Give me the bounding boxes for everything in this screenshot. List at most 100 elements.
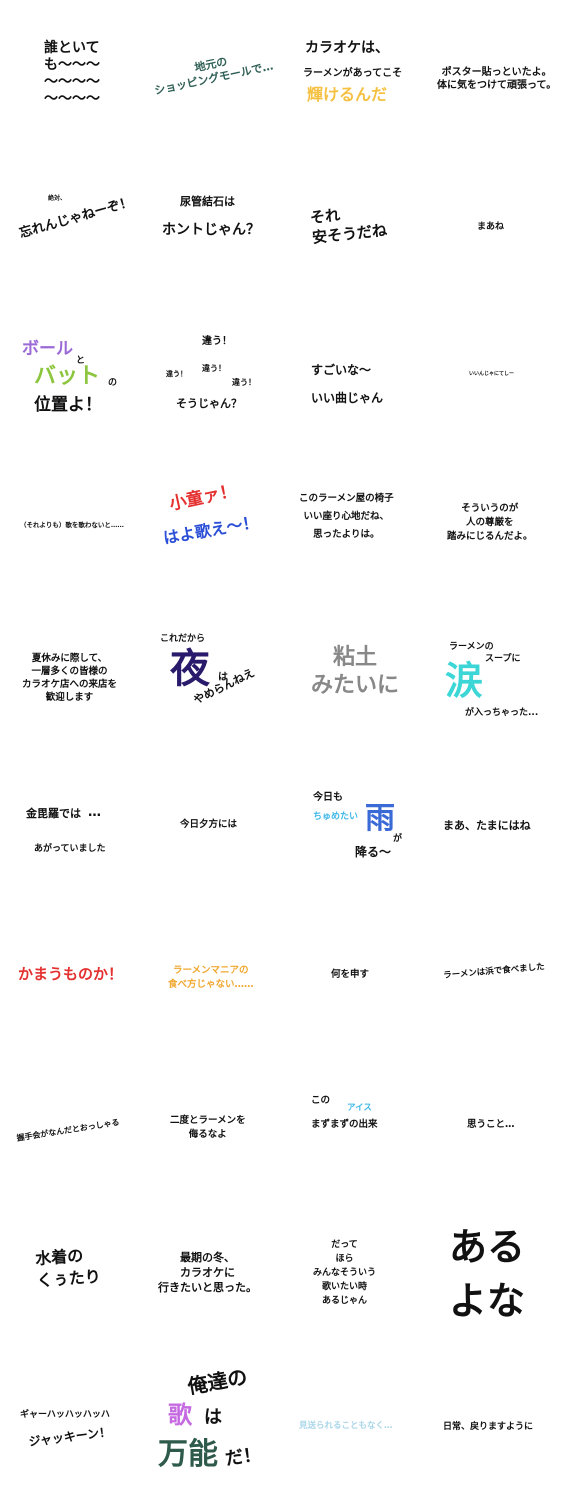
sticker-2-text: 地元の ショッピングモールで… — [153, 54, 275, 98]
sticker-10-part-2: 違う！ — [166, 370, 187, 378]
sticker-9-part-1: ボール — [22, 339, 73, 359]
sticker-20-part-1: ラーメンの — [449, 642, 494, 652]
sticker-21-part-3: あがっていました — [34, 844, 106, 854]
sticker-38-part-5: だ！ — [223, 1443, 263, 1470]
sticker-25[interactable]: かまうものか！ — [0, 900, 140, 1050]
sticker-3[interactable]: カラオケは、 ラーメンがあってこそ 輝けるんだ — [281, 0, 421, 150]
sticker-8[interactable]: まあね — [421, 150, 561, 300]
sticker-13[interactable]: （それよりも）歌を歌わないと…… — [0, 450, 140, 600]
sticker-32[interactable]: 思うこと… — [421, 1050, 561, 1200]
sticker-21-part-1: 金毘羅では — [26, 807, 81, 820]
sticker-28-text: ラーメンは浜で食べました — [442, 962, 546, 981]
sticker-1[interactable]: 誰といて も〜〜〜 〜〜〜〜 〜〜〜〜 — [0, 0, 140, 150]
sticker-5-line-1: 絶対、 — [48, 195, 67, 202]
sticker-5-line-2: 忘れんじゃねーぞ！ — [17, 194, 135, 242]
sticker-38[interactable]: 俺達の 歌 は 万能 だ！ — [140, 1350, 280, 1500]
sticker-16[interactable]: そういうのが 人の尊厳を 踏みにじるんだよ。 — [421, 450, 561, 600]
sticker-10-part-3: 違う！ — [202, 364, 226, 373]
sticker-39[interactable]: 見送られることもなく… — [281, 1350, 421, 1500]
sticker-6[interactable]: 尿管結石は ホントじゃん？ — [140, 150, 280, 300]
sticker-30-text: 二度とラーメンを 侮るなよ — [170, 1115, 246, 1140]
sticker-20[interactable]: ラーメンの スープに 涙 が入っちゃった... — [421, 600, 561, 750]
sticker-31[interactable]: この アイス まずまずの出来 — [281, 1050, 421, 1200]
sticker-17-text: 夏休みに際して、 一層多くの皆様の カラオケ店への来店を 歓迎します — [22, 653, 118, 703]
sticker-25-text: かまうものか！ — [18, 965, 124, 983]
sticker-12-text: いいんじゃにてしー — [469, 371, 515, 377]
sticker-20-part-4: が入っちゃった... — [465, 708, 539, 718]
sticker-22-text: 今日夕方には — [180, 819, 238, 830]
sticker-19[interactable]: 粘土 みたいに — [281, 600, 421, 750]
sticker-38-part-1: 俺達の — [185, 1364, 250, 1399]
sticker-3-line-2: ラーメンがあってこそ — [303, 68, 403, 79]
sticker-9-part-5: 位置よ！ — [34, 395, 102, 415]
sticker-29[interactable]: 握手会がなんだとおっしゃる — [0, 1050, 140, 1200]
sticker-34-text: 最期の冬、 カラオケに 行きたいと思った。 — [158, 1251, 257, 1294]
sticker-6-line-2: ホントじゃん？ — [162, 222, 260, 238]
sticker-21-part-2: … — [88, 805, 101, 820]
sticker-31-part-2: アイス — [347, 1103, 372, 1113]
sticker-40[interactable]: 日常、戻りますように — [421, 1350, 561, 1500]
sticker-40-text: 日常、戻りますように — [443, 1422, 534, 1432]
sticker-18[interactable]: これだから 夜 は やめらんねえ — [140, 600, 280, 750]
sticker-23-part-5: 降る〜 — [355, 845, 392, 859]
sticker-7[interactable]: それ 安そうだね — [281, 150, 421, 300]
sticker-15[interactable]: このラーメン屋の椅子 いい座り心地だね、 思ったよりは。 — [281, 450, 421, 600]
sticker-23-part-4: が — [393, 834, 403, 844]
sticker-4-text: ポスター貼っといたよ。 体に気をつけて頑張って。 — [437, 67, 557, 91]
sticker-12[interactable]: いいんじゃにてしー — [421, 300, 561, 450]
sticker-19-text: 粘土 みたいに — [311, 645, 400, 698]
sticker-5[interactable]: 絶対、 忘れんじゃねーぞ！ — [0, 150, 140, 300]
sticker-28[interactable]: ラーメンは浜で食べました — [421, 900, 561, 1050]
sticker-23-part-2: ちゅめたい — [313, 812, 359, 822]
sticker-32-text: 思うこと… — [467, 1119, 515, 1130]
sticker-6-line-1: 尿管結石は — [180, 195, 235, 208]
sticker-14-line-2: はよ歌え〜！ — [161, 512, 260, 548]
sticker-4[interactable]: ポスター貼っといたよ。 体に気をつけて頑張って。 — [421, 0, 561, 150]
sticker-37-part-1: ギャーハッハッハッハ — [20, 1410, 110, 1420]
sticker-39-text: 見送られることもなく… — [299, 1421, 393, 1431]
sticker-26[interactable]: ラーメンマニアの 食べ方じゃない…… — [140, 900, 280, 1050]
sticker-10[interactable]: 違う！ 違う！ 違う！ 違う！ そうじゃん？ — [140, 300, 280, 450]
sticker-11[interactable]: すごいな〜 いい曲じゃん — [281, 300, 421, 450]
sticker-20-part-2: スープに — [485, 654, 521, 664]
sticker-33[interactable]: 水着の くぅたり — [0, 1200, 140, 1350]
sticker-38-part-2: 歌 — [168, 1401, 192, 1429]
sticker-8-text: まあね — [477, 222, 505, 232]
sticker-16-text: そういうのが 人の尊厳を 踏みにじるんだよ。 — [447, 503, 533, 542]
sticker-30[interactable]: 二度とラーメンを 侮るなよ — [140, 1050, 280, 1200]
sticker-10-part-4: 違う！ — [232, 378, 256, 387]
sticker-33-text: 水着の くぅたり — [34, 1245, 102, 1291]
sticker-9[interactable]: ボール と バット の 位置よ！ — [0, 300, 140, 450]
sticker-23[interactable]: 今日も ちゅめたい 雨 が 降る〜 — [281, 750, 421, 900]
sticker-18-part-2: 夜 — [170, 646, 210, 692]
sticker-1-text: 誰といて も〜〜〜 〜〜〜〜 〜〜〜〜 — [44, 40, 100, 107]
sticker-14-line-1: 小童ァ！ — [167, 480, 239, 515]
sticker-3-line-3: 輝けるんだ — [307, 85, 388, 104]
sticker-9-part-3: バット — [34, 364, 101, 389]
sticker-18-part-1: これだから — [160, 634, 206, 644]
sticker-14[interactable]: 小童ァ！ はよ歌え〜！ — [140, 450, 280, 600]
sticker-38-part-3: は — [204, 1407, 222, 1428]
sticker-31-part-3: まずまずの出来 — [311, 1119, 378, 1130]
sticker-10-part-5: そうじゃん？ — [176, 397, 242, 410]
sticker-27[interactable]: 何を申す — [281, 900, 421, 1050]
sticker-17[interactable]: 夏休みに際して、 一層多くの皆様の カラオケ店への来店を 歓迎します — [0, 600, 140, 750]
sticker-35-text: だって ほら みんなそういう 歌いたい時 あるじゃん — [313, 1240, 377, 1306]
sticker-15-text: このラーメン屋の椅子 いい座り心地だね、 思ったよりは。 — [299, 493, 394, 540]
sticker-37[interactable]: ギャーハッハッハッハ ジャッキーン！ — [0, 1350, 140, 1500]
sticker-34[interactable]: 最期の冬、 カラオケに 行きたいと思った。 — [140, 1200, 280, 1350]
sticker-24-text: まあ、たまにはね — [443, 819, 531, 832]
sticker-38-part-4: 万能 — [158, 1437, 218, 1472]
sticker-27-text: 何を申す — [331, 969, 370, 980]
sticker-35[interactable]: だって ほら みんなそういう 歌いたい時 あるじゃん — [281, 1200, 421, 1350]
sticker-21[interactable]: 金毘羅では … あがっていました — [0, 750, 140, 900]
sticker-23-part-1: 今日も — [313, 792, 343, 803]
sticker-36[interactable]: ある よな — [421, 1200, 561, 1350]
sticker-22[interactable]: 今日夕方には — [140, 750, 280, 900]
sticker-26-text: ラーメンマニアの 食べ方じゃない…… — [168, 965, 254, 990]
sticker-24[interactable]: まあ、たまにはね — [421, 750, 561, 900]
sticker-9-part-2: と — [76, 356, 86, 366]
sticker-2[interactable]: 地元の ショッピングモールで… — [140, 0, 280, 150]
sticker-10-part-1: 違う！ — [202, 336, 232, 347]
